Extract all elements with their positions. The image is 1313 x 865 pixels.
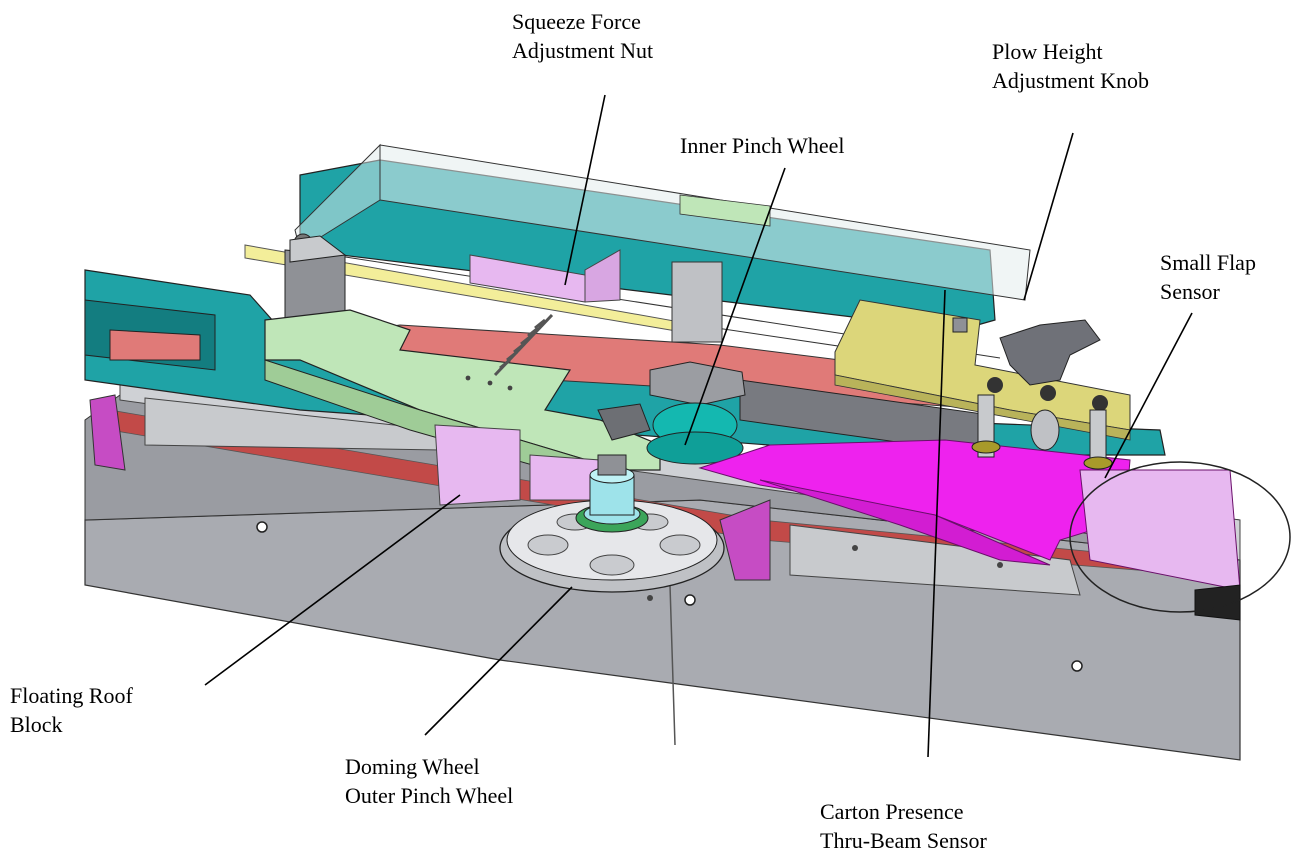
leader-plow-height [1023, 132, 1074, 301]
label-doming-wheel: Doming Wheel Outer Pinch Wheel [345, 752, 513, 810]
leader-squeeze-force [564, 94, 606, 286]
leader-lines [204, 94, 1193, 758]
label-squeeze-force-line2: Adjustment Nut [512, 38, 654, 63]
label-plow-height-line2: Adjustment Knob [992, 68, 1150, 93]
magenta-plow [698, 439, 1241, 621]
label-squeeze-force-line1: Squeeze Force [512, 9, 641, 34]
small-flap-sensor-highlight [1069, 461, 1291, 613]
plow-height-plate [834, 299, 1131, 470]
label-doming-wheel-line2: Outer Pinch Wheel [345, 783, 514, 808]
label-small-flap-line1: Small Flap [1160, 250, 1256, 275]
label-floating-roof-line1: Floating Roof [10, 683, 133, 708]
label-plow-height: Plow Height Adjustment Knob [992, 37, 1149, 95]
label-plow-height-line1: Plow Height [992, 39, 1103, 64]
leader-carton-presence [927, 289, 946, 758]
plow-height-knob [999, 319, 1101, 386]
label-inner-pinch-line1: Inner Pinch Wheel [680, 133, 845, 158]
label-carton-presence: Carton Presence Thru-Beam Sensor [820, 797, 987, 855]
label-floating-roof-line2: Block [10, 712, 63, 737]
inner-pinch-wheel [597, 261, 746, 465]
leader-small-flap [1104, 312, 1193, 479]
label-carton-presence-line1: Carton Presence [820, 799, 964, 824]
leader-floating-roof [204, 494, 461, 686]
leader-inner-pinch [684, 167, 786, 446]
label-floating-roof: Floating Roof Block [10, 681, 133, 739]
label-small-flap-line2: Sensor [1160, 279, 1220, 304]
clamp-block [284, 235, 347, 331]
label-doming-wheel-line1: Doming Wheel [345, 754, 480, 779]
doming-wheel [499, 454, 725, 593]
leader-doming-wheel [424, 586, 573, 736]
label-carton-presence-line2: Thru-Beam Sensor [820, 828, 987, 853]
label-inner-pinch: Inner Pinch Wheel [680, 131, 845, 160]
floating-roof-block [89, 394, 771, 581]
label-small-flap: Small Flap Sensor [1160, 248, 1256, 306]
label-squeeze-force: Squeeze Force Adjustment Nut [512, 7, 653, 65]
